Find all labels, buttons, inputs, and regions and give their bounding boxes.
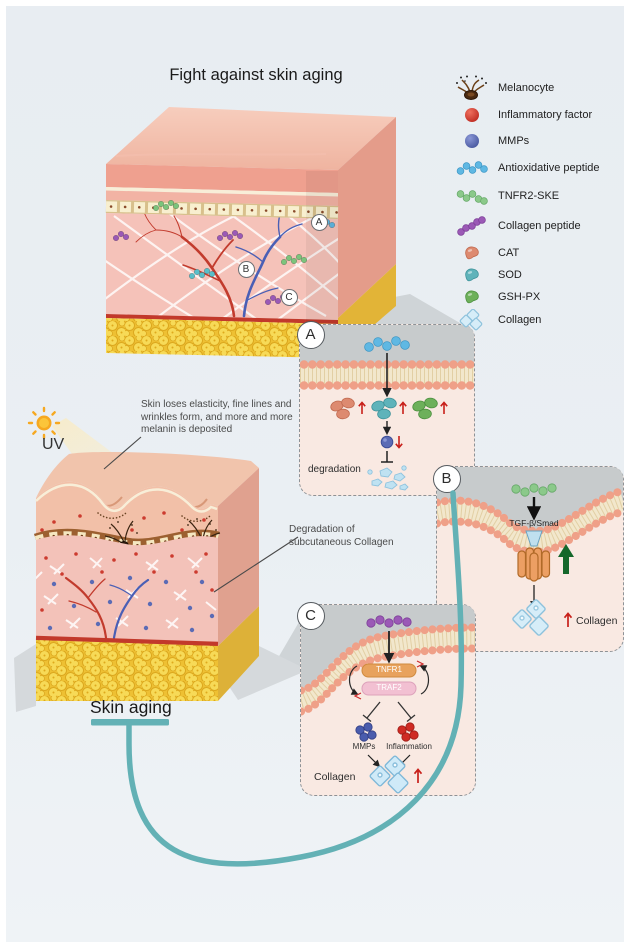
panel-c-label: C (296, 601, 325, 630)
legend-item-sod: SOD (454, 263, 522, 287)
membrane-receptor-channel (517, 547, 551, 582)
melanocyte-icon (454, 75, 490, 101)
legend-label: SOD (498, 269, 522, 281)
legend-label: CAT (498, 247, 520, 259)
uv-label: UV (42, 436, 65, 453)
legend-label: Collagen peptide (498, 220, 581, 232)
collagen-label: Collagen (314, 771, 356, 783)
cat-enzymes (330, 397, 355, 420)
panel-a-label: A (296, 320, 325, 349)
legend-label: Antioxidative peptide (498, 162, 600, 174)
collagen-label: Collagen (576, 615, 618, 627)
collagen-degradation-annotation: Degradation of subcutaneous Collagen (289, 524, 394, 548)
receptor-funnel (525, 530, 543, 547)
legend-item-antioxidative-peptide: Antioxidative peptide (454, 156, 600, 180)
inhibition-bars (362, 701, 416, 723)
cube-right-face (338, 117, 396, 318)
panel-c: TNFR1 TRAF2 MMPs Inflammation Collagen (300, 604, 476, 796)
legend-item-cat: CAT (454, 241, 519, 265)
collagen-icon (512, 599, 549, 636)
legend-label: TNFR2-SKE (498, 190, 560, 202)
healthy-skin-cube (105, 107, 396, 358)
panel-a-graphics (300, 325, 474, 491)
cat-icon (454, 245, 490, 261)
page-title: Fight against skin aging (169, 66, 343, 84)
gsh-px-enzymes (412, 397, 438, 420)
legend-item-melanocyte: Melanocyte (454, 75, 555, 101)
legend-item-collagen-peptide: Collagen peptide (454, 214, 581, 238)
collagen-icon (369, 755, 409, 794)
panel-b-graphics (437, 467, 623, 636)
antioxidative-peptide-icon (364, 336, 410, 352)
panel-b-label: B (432, 464, 461, 493)
tnfr2-ske-peptide-icon (511, 483, 557, 497)
increase-arrow (563, 612, 573, 627)
mmps-icon (355, 722, 377, 742)
wrinkle-annotation: Skin loses elasticity, fine lines and wr… (141, 399, 293, 435)
blood-vessels (135, 213, 303, 318)
tnfr1-label: TNFR1 (376, 665, 402, 674)
cube-marker-b: B (237, 260, 255, 278)
legend-label: Inflammatory factor (498, 109, 593, 121)
inhibition-bar (381, 451, 393, 463)
inflammation-label: Inflammation (386, 742, 432, 751)
cube-marker-a: A (310, 213, 328, 231)
mmps-icon (454, 132, 490, 150)
increase-arrow (413, 768, 423, 783)
inflammatory-factor-icon (454, 106, 490, 124)
legend-label: MMPs (498, 135, 530, 147)
legend-label: Melanocyte (498, 82, 555, 94)
sod-enzymes (371, 397, 397, 420)
legend-label: GSH-PX (498, 291, 541, 303)
cube-marker-c: C (280, 288, 298, 306)
antioxidative-peptide-icon (454, 160, 490, 177)
skin-aging-label: Skin aging (90, 697, 172, 717)
tnfr2-ske-icon (454, 188, 490, 205)
legend-item-tnfr2-ske: TNFR2-SKE (454, 184, 559, 208)
sod-icon (454, 267, 490, 283)
gsh-px-icon (454, 289, 490, 305)
tgf-smad-label: TGF-β/Smad (509, 518, 559, 528)
aged-skin-cube (33, 451, 259, 701)
collagen-peptide-icon (454, 216, 490, 236)
legend-item-inflammatory-factor: Inflammatory factor (454, 103, 592, 127)
upregulation-green-arrow (558, 544, 574, 574)
inflammation-icon (397, 722, 419, 742)
collagen-fragments (367, 465, 409, 491)
mmp-molecule (380, 435, 394, 449)
degradation-label: degradation (308, 464, 361, 475)
panel-c-graphics (301, 605, 475, 794)
increase-arrows (358, 401, 448, 414)
legend-item-mmps: MMPs (454, 129, 529, 153)
collagen-icon (454, 309, 490, 331)
decrease-arrow (395, 436, 403, 449)
legend-item-collagen: Collagen (454, 308, 541, 332)
legend: Melanocyte Inflammatory factor MMPs Anti… (454, 64, 624, 336)
legend-item-gsh-px: GSH-PX (454, 285, 540, 309)
legend-label: Collagen (498, 314, 542, 326)
traf2-label: TRAF2 (376, 683, 402, 692)
